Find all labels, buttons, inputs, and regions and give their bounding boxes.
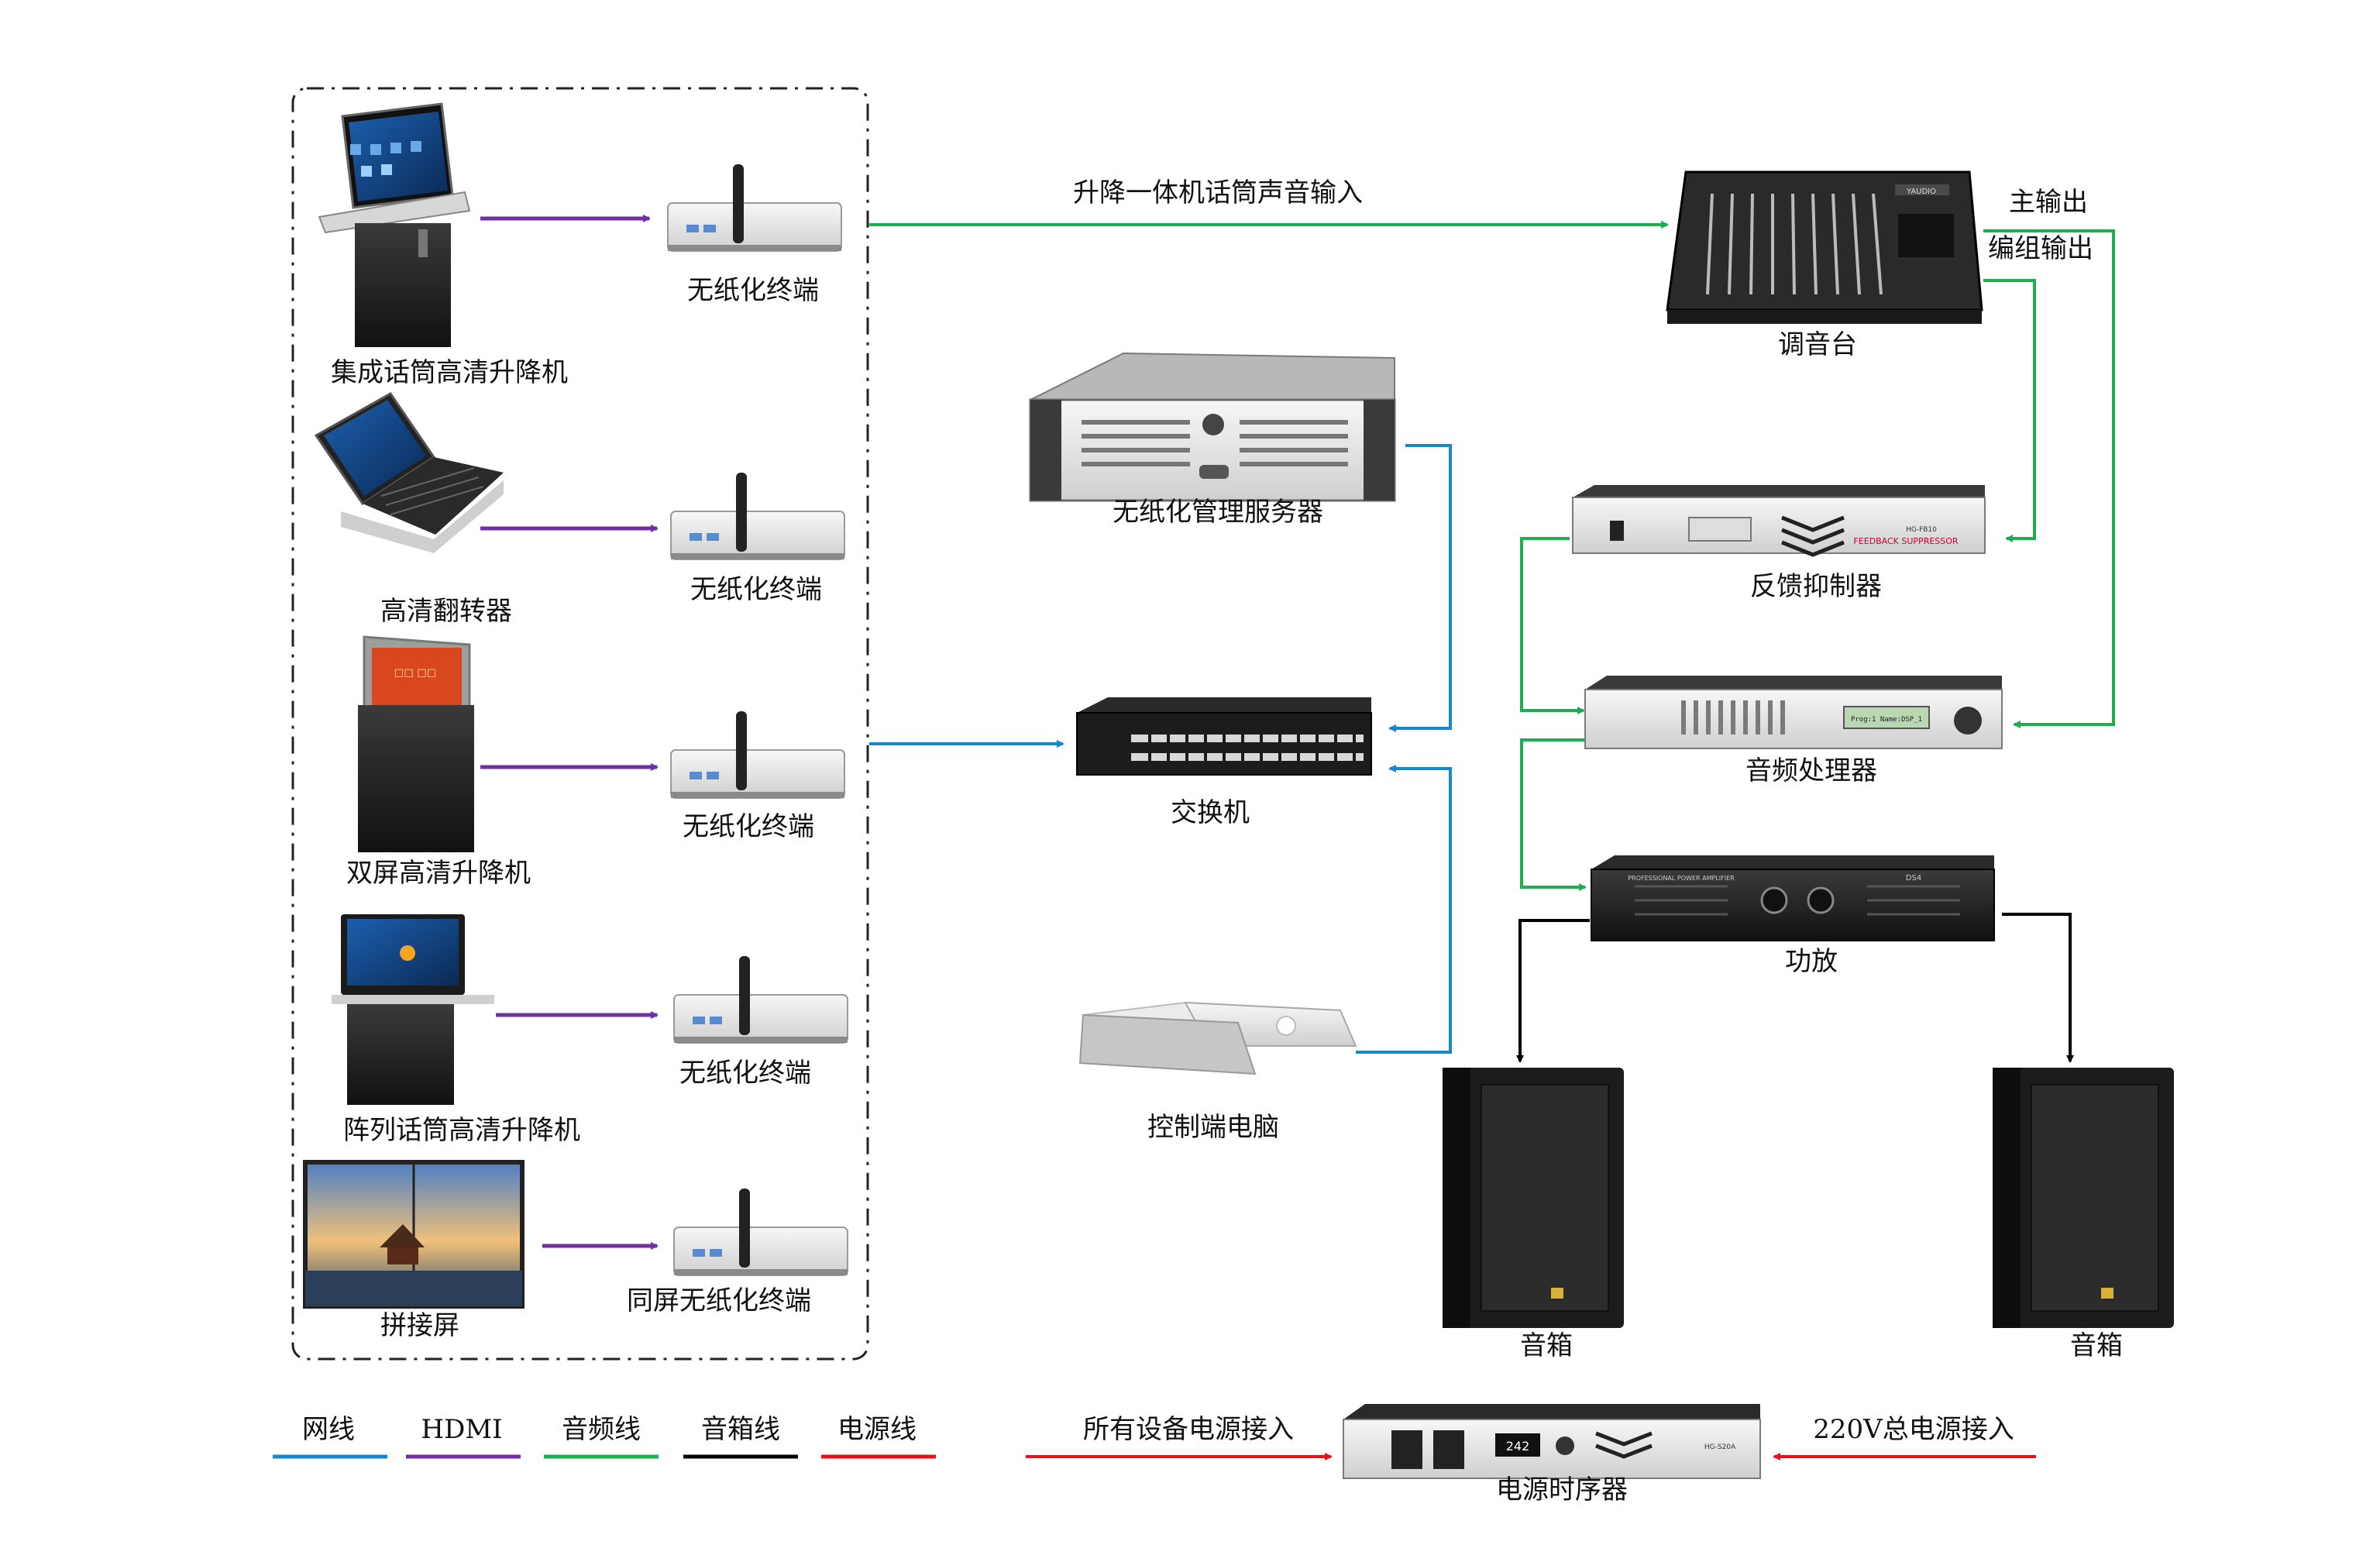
label-speaker-right: 音箱 (2070, 1330, 2123, 1361)
label-all-power-in: 所有设备电源接入 (1083, 1414, 1294, 1445)
label-server: 无纸化管理服务器 (1113, 497, 1323, 528)
legend-label-network: 网线 (302, 1414, 355, 1445)
label-switch: 交换机 (1171, 797, 1250, 828)
sequencer-device: 242 HG-S20A (1343, 1404, 1761, 1479)
label-main-out: 主输出 (2009, 187, 2088, 218)
label-sequencer: 电源时序器 (1496, 1474, 1628, 1505)
sequencer-model-text: HG-S20A (1704, 1443, 1736, 1451)
label-terminal-4: 无纸化终端 (679, 1058, 811, 1089)
feedback-panel-text: FEEDBACK SUPPRESSOR (1853, 536, 1958, 546)
terminal-4 (673, 956, 848, 1044)
label-array-lift: 阵列话筒高清升降机 (343, 1115, 580, 1146)
audio-lines (869, 221, 2115, 891)
feedback-model-text: HG-FB10 (1906, 526, 1937, 534)
processor-device: Prog:1 Name:DSP_1 (1584, 676, 2003, 749)
label-dual-lift: 双屏高清升降机 (346, 858, 531, 889)
terminal-3 (670, 711, 845, 799)
speaker-lines (1516, 913, 2074, 1063)
hdmi-lines (480, 215, 659, 1250)
flip-device (314, 392, 504, 553)
legend: 网线 HDMI 音频线 音箱线 电源线 (273, 1414, 936, 1459)
svg-text:☐☐ ☐☐: ☐☐ ☐☐ (394, 668, 437, 680)
label-feedback: 反馈抑制器 (1750, 571, 1882, 602)
mixer-device: YAUDIO (1666, 170, 1983, 324)
label-main-power-in: 220V总电源接入 (1813, 1414, 2014, 1445)
label-mixer: 调音台 (1778, 329, 1857, 360)
amp-panel-text: PROFESSIONAL POWER AMPLIFIER (1628, 875, 1735, 882)
label-terminal-2: 无纸化终端 (690, 574, 822, 605)
terminal-5 (673, 1189, 848, 1276)
sequencer-display-text: 242 (1506, 1439, 1530, 1454)
label-flip: 高清翻转器 (380, 596, 512, 627)
legend-label-power: 电源线 (837, 1414, 917, 1445)
splice-screen-device (303, 1160, 524, 1309)
label-terminal-3: 无纸化终端 (683, 811, 814, 842)
server-device (1029, 352, 1396, 502)
label-mic-input: 升降一体机话筒声音输入 (1073, 177, 1363, 208)
label-lift-integrated: 集成话筒高清升降机 (331, 357, 568, 388)
label-group-out: 编组输出 (1988, 233, 2093, 264)
speaker-right (1993, 1068, 2174, 1328)
network-lines (869, 444, 1452, 1054)
label-splice-screen: 拼接屏 (380, 1310, 459, 1341)
terminal-boxes (667, 164, 848, 1276)
legend-label-audio: 音频线 (562, 1414, 641, 1445)
amplifier-device: PROFESSIONAL POWER AMPLIFIER DS4 (1591, 855, 1995, 941)
processor-display-text: Prog:1 Name:DSP_1 (1851, 716, 1922, 724)
label-control-pc: 控制端电脑 (1147, 1112, 1279, 1143)
device-labels: 集成话筒高清升降机 高清翻转器 双屏高清升降机 阵列话筒高清升降机 拼接屏 无纸… (331, 275, 2123, 1505)
label-speaker-left: 音箱 (1520, 1330, 1573, 1361)
label-same-screen-terminal: 同屏无纸化终端 (627, 1285, 811, 1316)
lift-integrated-device (318, 102, 471, 347)
legend-label-speaker: 音箱线 (701, 1414, 780, 1445)
dual-lift-device: ☐☐ ☐☐ (358, 635, 474, 852)
legend-label-hdmi: HDMI (421, 1414, 502, 1445)
switch-device (1076, 697, 1372, 776)
amp-model-text: DS4 (1906, 874, 1921, 882)
terminal-2 (670, 473, 845, 560)
label-processor: 音频处理器 (1745, 755, 1877, 786)
feedback-device: FEEDBACK SUPPRESSOR HG-FB10 (1572, 485, 1986, 557)
mixer-brand: YAUDIO (1906, 188, 1936, 196)
label-amplifier: 功放 (1785, 946, 1838, 977)
terminal-1 (667, 164, 842, 252)
array-lift-device (332, 914, 494, 1105)
connection-labels: 升降一体机话筒声音输入 主输出 编组输出 所有设备电源接入 220V总电源接入 (1073, 177, 2093, 1445)
speaker-left (1443, 1068, 1624, 1328)
terminal-group-box (291, 87, 869, 1361)
laptop-device (1078, 1001, 1357, 1075)
label-terminal-1: 无纸化终端 (687, 275, 819, 306)
